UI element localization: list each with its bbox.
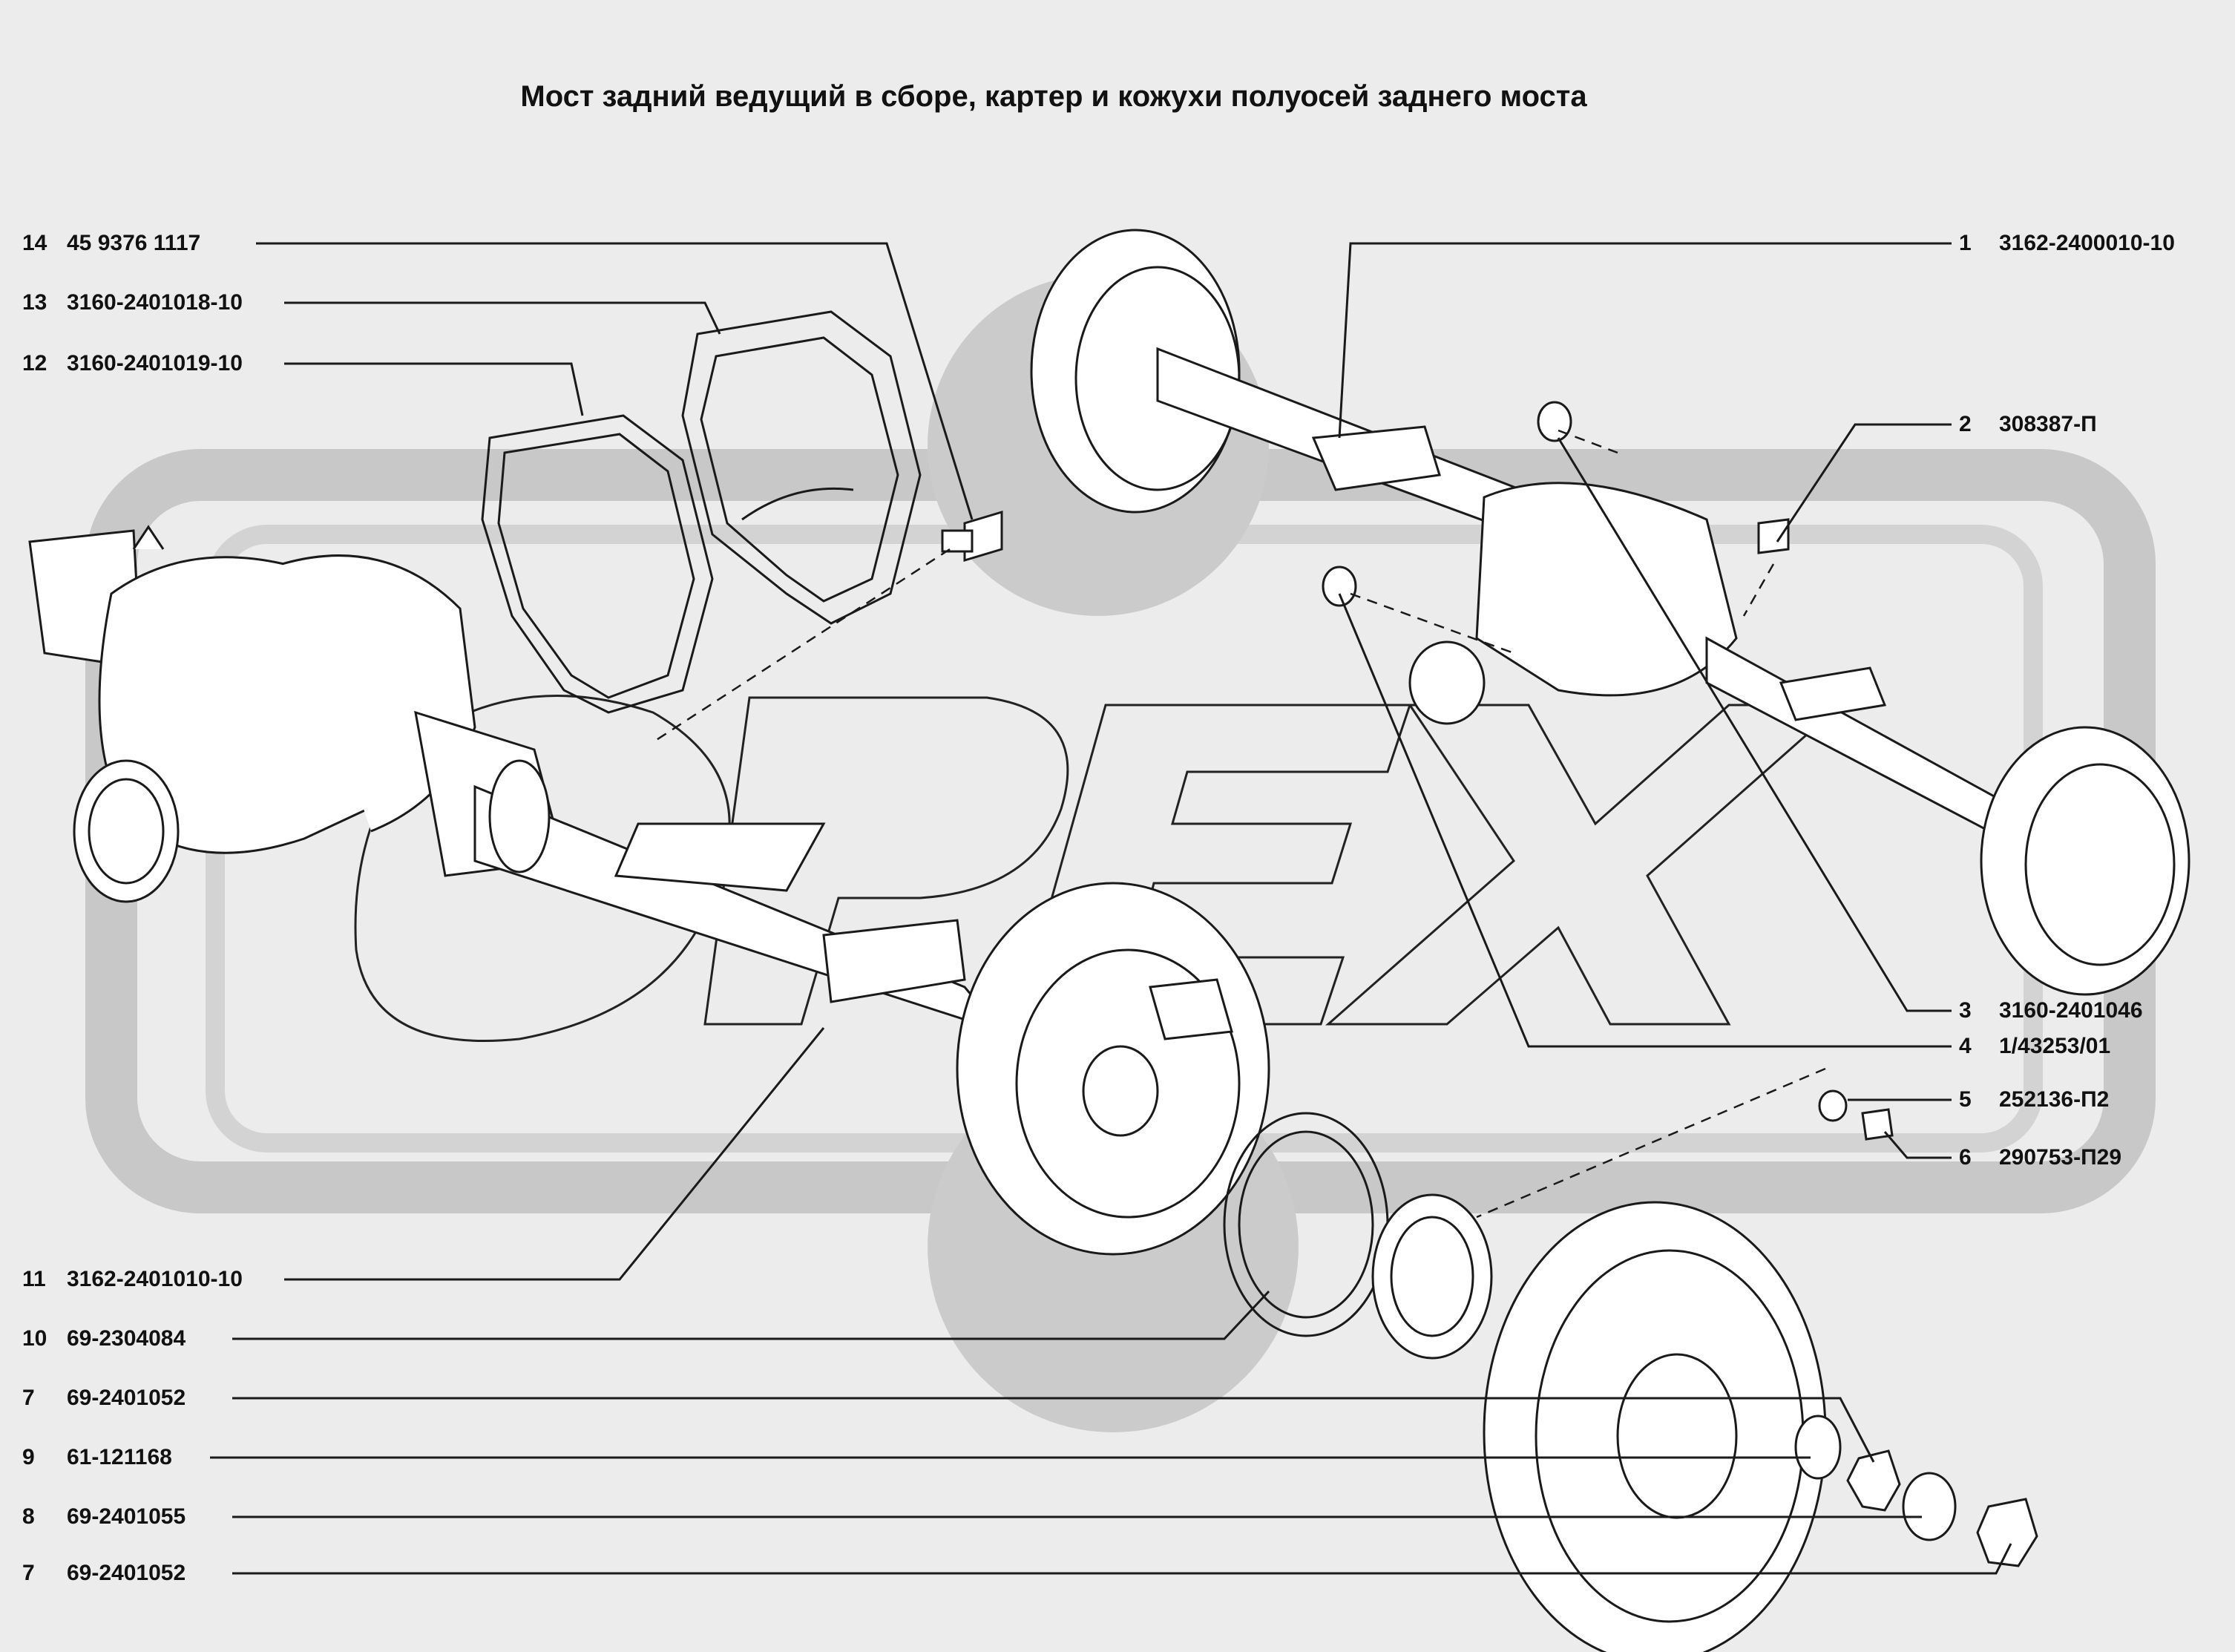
- leader-7b: [232, 1543, 2012, 1575]
- alignment-lines: [652, 429, 1826, 1219]
- brake-drum: [1483, 1201, 1827, 1652]
- leader-11: [284, 1027, 825, 1281]
- leader-3: [1557, 437, 1952, 1012]
- axle-housing-assembly: [28, 525, 1005, 1035]
- cover-13: [681, 310, 922, 625]
- nuts-and-washers: [1794, 1415, 2038, 1567]
- leader-6: [1883, 1131, 1952, 1159]
- page-title: Мост задний ведущий в сборе, картер и ко…: [520, 80, 1587, 113]
- bolt-14: [941, 510, 1003, 563]
- washer-5: [1818, 1089, 1848, 1122]
- oil-seal: [1371, 1193, 1493, 1360]
- plug-3: [1537, 401, 1572, 442]
- leader-1: [1338, 242, 1952, 439]
- breather-2: [1757, 518, 1790, 554]
- brake-backing-plate-11: [956, 882, 1270, 1256]
- leader-4: [1338, 593, 1952, 1048]
- leader-13: [284, 301, 721, 335]
- plug-4: [1322, 566, 1357, 607]
- leader-7a: [232, 1397, 1875, 1463]
- leader-2: [1776, 423, 1952, 543]
- leader-lines: [210, 242, 2012, 1575]
- leader-14: [256, 242, 974, 520]
- leader-10: [232, 1290, 1270, 1340]
- gasket-12: [481, 414, 714, 714]
- assembled-axle: [1030, 229, 2190, 996]
- leader-12: [284, 362, 584, 416]
